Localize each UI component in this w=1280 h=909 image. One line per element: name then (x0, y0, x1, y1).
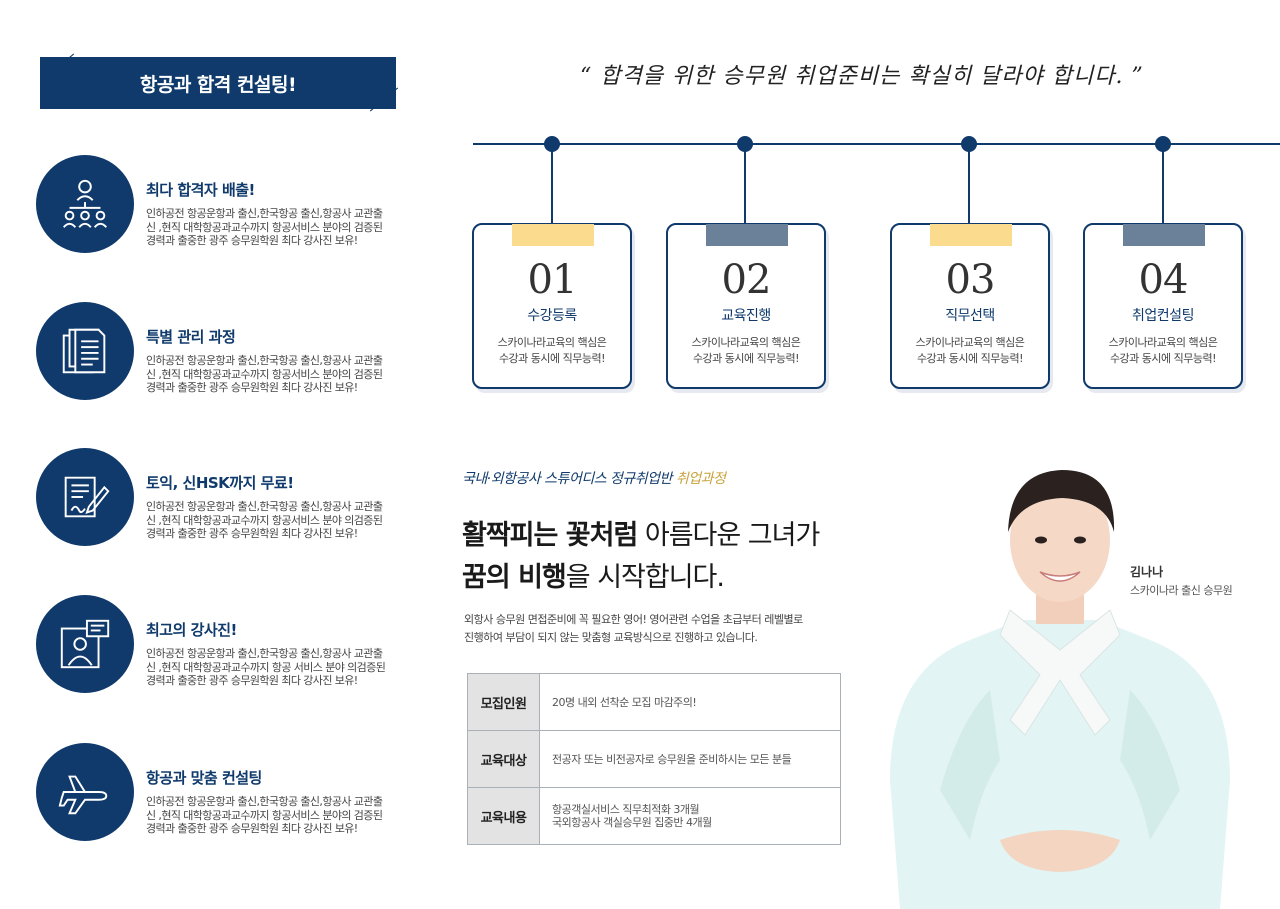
quote-heading: “ 합격을 위한 승무원 취업준비는 확실히 달라야 합니다. ” (580, 64, 1144, 89)
step-tab (706, 224, 788, 246)
feature-title: 최다 합격자 배출! (146, 181, 255, 199)
table-header-cell: 교육대상 (467, 730, 540, 788)
course-info-table: 모집인원 20명 내외 선착순 모집 마감주의! 교육대상 전공자 또는 비전공… (467, 673, 841, 845)
step-number: 03 (945, 257, 996, 303)
feature-description: 인하공전 항공운항과 출신,한국항공 출신,항공사 교관출신 ,현직 대학항공과… (146, 207, 383, 247)
course-subheading: 국내·외항공사 스튜어디스 정규취업반 취업과정 (462, 471, 726, 487)
feature-title: 항공과 맞춤 컨설팅 (146, 769, 262, 787)
person-name: 김나나 (1130, 565, 1164, 579)
step-number: 04 (1138, 257, 1189, 303)
timeline-dot (961, 136, 977, 152)
airplane-icon (36, 743, 134, 841)
step-tab (930, 224, 1012, 246)
table-cell: 전공자 또는 비전공자로 승무원을 준비하시는 모든 분들 (539, 730, 841, 788)
step-number: 01 (527, 257, 578, 303)
left-column: 항공과 합격 컨설팅! 최다 합격자 배출! 인하공전 항공운항과 출신,한국항… (0, 0, 440, 909)
feature-item: 최고의 강사진! 인하공전 항공운항과 출신,한국항공 출신,항공사 교관출신 … (36, 595, 436, 705)
consulting-banner: 항공과 합격 컨설팅! (30, 47, 410, 119)
timeline-stem (968, 150, 970, 224)
step-label: 직무선택 (945, 308, 995, 324)
main-headline: 활짝피는 꽃처럼 아름다운 그녀가 꿈의 비행을 시작합니다. (462, 515, 838, 599)
step-label: 교육진행 (721, 308, 771, 324)
timeline-dot (1155, 136, 1171, 152)
banner-title: 항공과 합격 컨설팅! (40, 57, 396, 109)
table-header-cell: 교육내용 (467, 787, 540, 845)
step-tab (1123, 224, 1205, 246)
feature-title: 최고의 강사진! (146, 621, 237, 639)
feature-description: 인하공전 항공운항과 출신,한국항공 출신,항공사 교관출신 ,현직 대학항공과… (146, 500, 383, 540)
lecturer-board-icon (36, 595, 134, 693)
feature-description: 인하공전 항공운항과 출신,한국항공 출신,항공사 교관출신 ,현직 대학항공과… (146, 647, 386, 687)
intro-text: 외항사 승무원 면접준비에 꼭 필요한 영어! 영어관련 수업을 초급부터 레벨… (464, 613, 803, 644)
feature-title: 특별 관리 과정 (146, 328, 236, 346)
feature-description: 인하공전 항공운항과 출신,한국항공 출신,항공사 교관출신 ,현직 대학항공과… (146, 354, 383, 394)
table-cell: 20명 내외 선착순 모집 마감주의! (539, 673, 841, 731)
step-tab (512, 224, 594, 246)
step-label: 수강등록 (527, 308, 577, 324)
table-row: 교육대상 전공자 또는 비전공자로 승무원을 준비하시는 모든 분들 (467, 730, 841, 788)
person-role: 스카이나라 출신 승무원 (1130, 584, 1233, 597)
timeline-line (473, 143, 1280, 145)
people-network-icon (36, 155, 134, 253)
timeline-dot (737, 136, 753, 152)
timeline-stem (551, 150, 553, 224)
timeline-stem (744, 150, 746, 224)
step-label: 취업컨설팅 (1132, 308, 1194, 324)
timeline-dot (544, 136, 560, 152)
feature-item: 최다 합격자 배출! 인하공전 항공운항과 출신,한국항공 출신,항공사 교관출… (36, 155, 436, 265)
documents-icon (36, 302, 134, 400)
table-header-cell: 모집인원 (467, 673, 540, 731)
step-number: 02 (721, 257, 772, 303)
timeline-stem (1162, 150, 1164, 224)
flight-attendant-photo (880, 460, 1240, 909)
contract-pen-icon (36, 448, 134, 546)
feature-title: 토익, 신HSK까지 무료! (146, 474, 294, 492)
feature-item: 항공과 맞춤 컨설팅 인하공전 항공운항과 출신,한국항공 출신,항공사 교관출… (36, 743, 436, 853)
feature-item: 특별 관리 과정 인하공전 항공운항과 출신,한국항공 출신,항공사 교관출신 … (36, 302, 436, 412)
feature-item: 토익, 신HSK까지 무료! 인하공전 항공운항과 출신,한국항공 출신,항공사… (36, 448, 436, 558)
feature-description: 인하공전 항공운항과 출신,한국항공 출신,항공사 교관출신 ,현직 대학항공과… (146, 795, 383, 835)
table-row: 모집인원 20명 내외 선착순 모집 마감주의! (467, 673, 841, 731)
